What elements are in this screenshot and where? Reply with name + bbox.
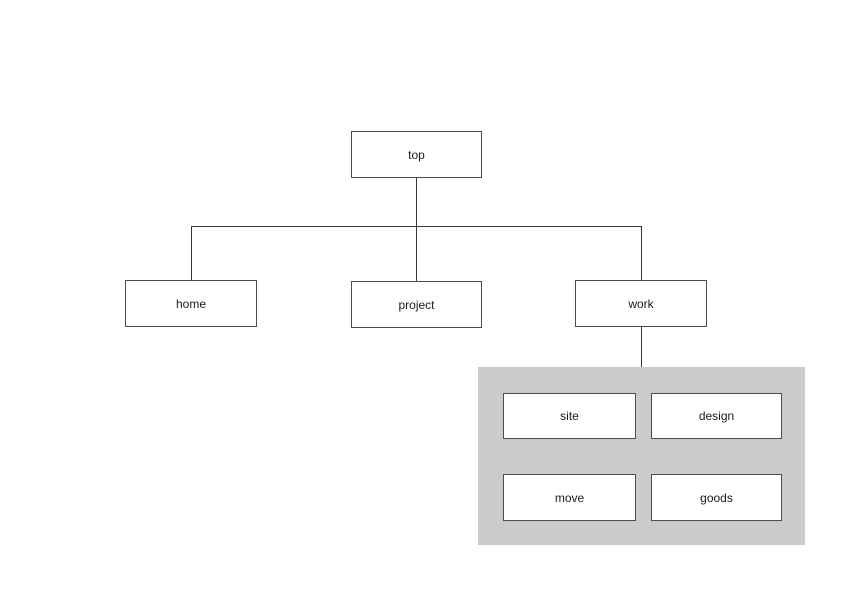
node-move-label: move bbox=[554, 490, 585, 505]
node-move: move bbox=[503, 474, 636, 521]
node-work: work bbox=[575, 280, 707, 327]
node-design: design bbox=[651, 393, 782, 439]
node-site: site bbox=[503, 393, 636, 439]
node-project: project bbox=[351, 281, 482, 328]
node-home: home bbox=[125, 280, 257, 327]
node-project-label: project bbox=[398, 297, 435, 312]
connector-project-down bbox=[416, 226, 417, 281]
node-goods-label: goods bbox=[700, 490, 733, 505]
node-site-label: site bbox=[560, 409, 579, 423]
node-home-label: home bbox=[175, 296, 207, 311]
node-top-label: top bbox=[408, 147, 425, 162]
node-goods: goods bbox=[651, 474, 782, 521]
connector-top-down bbox=[416, 178, 417, 227]
node-work-label: work bbox=[628, 296, 654, 311]
connector-work-down bbox=[641, 226, 642, 280]
connector-work-to-group bbox=[641, 327, 642, 367]
node-design-label: design bbox=[698, 409, 735, 423]
connector-home-down bbox=[191, 226, 192, 280]
node-top: top bbox=[351, 131, 482, 178]
